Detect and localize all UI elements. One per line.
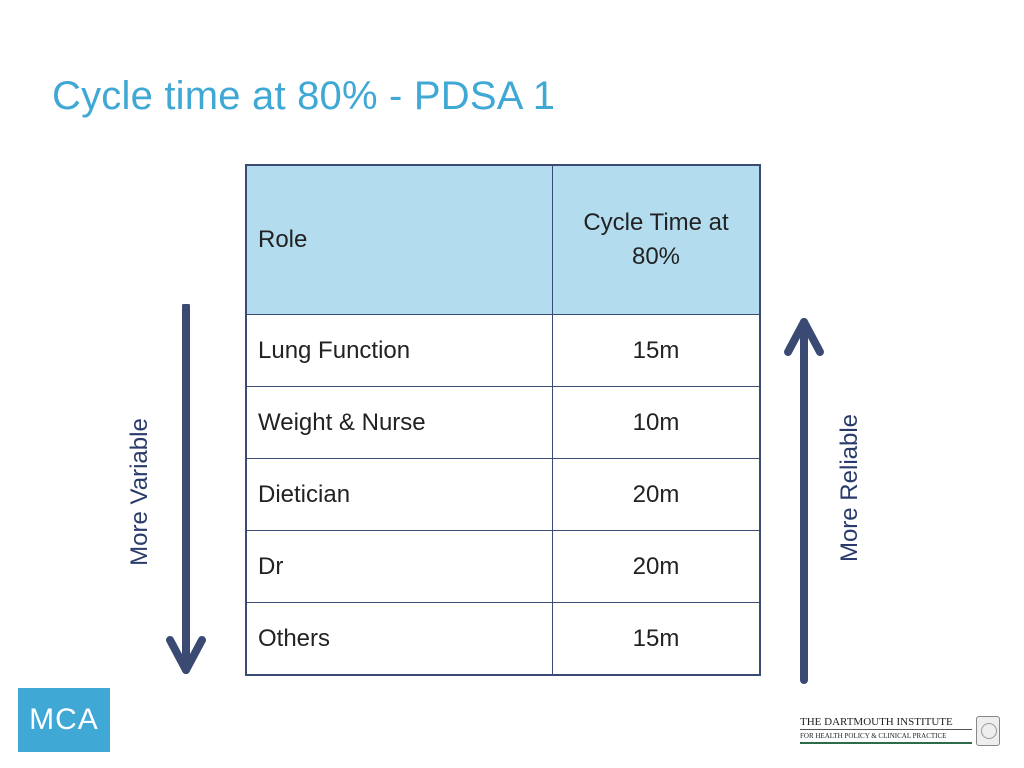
mca-logo-text: MCA: [29, 703, 99, 736]
role-cell: Dietician: [245, 458, 553, 531]
role-cell: Others: [245, 602, 553, 676]
time-cell: 20m: [552, 458, 761, 531]
dartmouth-institute-logo: THE DARTMOUTH INSTITUTE FOR HEALTH POLIC…: [800, 716, 1000, 748]
table-row: Lung Function 15m: [245, 314, 761, 387]
table-row: Weight & Nurse 10m: [245, 386, 761, 459]
header-role: Role: [245, 164, 553, 315]
slide-title: Cycle time at 80% - PDSA 1: [52, 74, 556, 118]
mca-logo: MCA: [18, 688, 110, 752]
role-cell: Weight & Nurse: [245, 386, 553, 459]
dartmouth-logo-line2: FOR HEALTH POLICY & CLINICAL PRACTICE: [800, 732, 972, 744]
table-row: Dietician 20m: [245, 458, 761, 531]
dartmouth-seal-icon: [976, 716, 1000, 746]
more-variable-label: More Variable: [126, 418, 153, 566]
more-reliable-label: More Reliable: [836, 413, 863, 563]
role-cell: Dr: [245, 530, 553, 603]
time-cell: 20m: [552, 530, 761, 603]
arrow-up-icon: [784, 318, 824, 684]
table-header-row: Role Cycle Time at 80%: [245, 164, 761, 315]
table-row: Others 15m: [245, 602, 761, 676]
time-cell: 10m: [552, 386, 761, 459]
table-row: Dr 20m: [245, 530, 761, 603]
time-cell: 15m: [552, 314, 761, 387]
header-cycle-time: Cycle Time at 80%: [552, 164, 761, 315]
cycle-time-table: Role Cycle Time at 80% Lung Function 15m…: [245, 164, 761, 676]
time-cell: 15m: [552, 602, 761, 676]
arrow-down-icon: [166, 304, 206, 674]
role-cell: Lung Function: [245, 314, 553, 387]
dartmouth-logo-line1: THE DARTMOUTH INSTITUTE: [800, 716, 972, 730]
